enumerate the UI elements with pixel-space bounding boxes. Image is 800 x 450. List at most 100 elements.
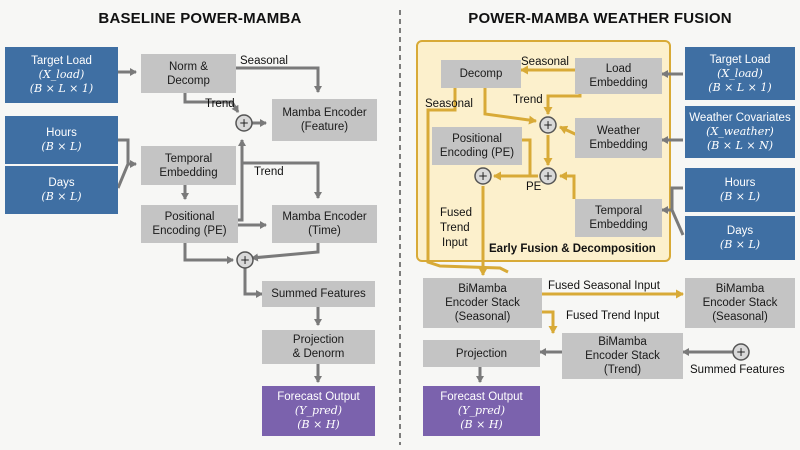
label-summed-features-r: Summed Features [690, 364, 785, 376]
bmt-line1: BiMamba [598, 336, 647, 348]
label-seasonal-top: Seasonal [521, 56, 569, 68]
r-target-load-shape: (B × L × 1) [708, 80, 772, 94]
days-input-right: Days (B × L) [685, 216, 795, 260]
decomp-label: Decomp [459, 68, 503, 80]
positional-line2: Encoding (PE) [152, 225, 227, 237]
bimamba-seasonal-right: BiMamba Encoder Stack (Seasonal) [685, 278, 795, 328]
svg-text:+: + [239, 116, 249, 130]
target-load-input-right: Target Load (X_load) (B × L × 1) [685, 47, 795, 100]
days-input: Days (B × L) [5, 166, 118, 214]
hours-shape: (B × L) [41, 140, 82, 153]
arrow-hours-brace [116, 138, 130, 189]
sum-node-feature: + [235, 114, 253, 132]
arrow-time-to-sum2 [251, 243, 320, 262]
svg-text:+: + [543, 169, 553, 183]
bimamba-seasonal-left: BiMamba Encoder Stack (Seasonal) [423, 278, 542, 328]
r-temporal-line1: Temporal [594, 205, 643, 217]
weather-embedding-block: Weather Embedding [575, 118, 662, 158]
mamba-feature-line2: (Feature) [300, 121, 349, 133]
mamba-encoder-time: Mamba Encoder (Time) [272, 205, 377, 243]
sum-node-middle: + [539, 167, 557, 185]
r-temporal-line2: Embedding [589, 219, 648, 231]
label-seasonal-left-r: Seasonal [425, 98, 473, 110]
forecast-output-left: Forecast Output (Y_pred) (B × H) [262, 386, 375, 436]
arrow-decomp-to-sum [483, 88, 537, 125]
arrow-temporal-to-sum [559, 171, 576, 199]
hours-input: Hours (B × L) [5, 116, 118, 164]
weather-emb-line2: Embedding [589, 139, 648, 151]
forecast-right-shape: (B × H) [460, 418, 503, 431]
label-trend-left-1: Trend [205, 98, 235, 110]
right-title: POWER-MAMBA WEATHER FUSION [468, 10, 732, 27]
arrow-seasonal [236, 66, 322, 93]
arrow-hours-brace-r [670, 186, 685, 236]
bimamba-trend: BiMamba Encoder Stack (Trend) [562, 333, 683, 379]
mamba-feature-line1: Mamba Encoder [282, 107, 367, 119]
sum-node-upper: + [539, 116, 557, 134]
r-hours-label: Hours [724, 177, 756, 189]
label-fused-3: Input [442, 237, 468, 249]
label-pe: PE [526, 181, 542, 193]
bmt-line3: (Trend) [603, 364, 642, 376]
bmr-line1: BiMamba [715, 283, 765, 295]
projection-block-right: Projection [423, 340, 540, 367]
svg-text:+: + [240, 253, 250, 267]
target-load-shape: (B × L × 1) [29, 82, 94, 95]
forecast-left-shape: (B × H) [297, 418, 340, 431]
target-load-symbol: (X_load) [38, 68, 85, 81]
svg-text:+: + [543, 118, 553, 132]
arrow-trend2 [242, 161, 322, 199]
sum-node-lower: + [474, 167, 492, 185]
hours-label: Hours [46, 127, 77, 139]
temporal-line2: Embedding [159, 166, 218, 179]
summed-features-block: Summed Features [262, 281, 375, 307]
bmr-line2: Encoder Stack [702, 297, 778, 309]
positional-encoding-block-right: Positional Encoding (PE) [432, 127, 522, 165]
summed-label: Summed Features [271, 288, 366, 300]
decomp-block: Decomp [441, 60, 521, 88]
label-trend-r: Trend [513, 94, 543, 106]
r-days-label: Days [726, 225, 754, 237]
norm-line1: Norm & [169, 60, 208, 73]
left-title: BASELINE POWER-MAMBA [98, 10, 302, 27]
forecast-right-symbol: (Y_pred) [457, 404, 506, 417]
target-load-label: Target Load [31, 55, 92, 67]
mamba-time-line2: (Time) [308, 225, 341, 237]
forecast-left-symbol: (Y_pred) [294, 404, 343, 417]
r-positional-line1: Positional [452, 133, 502, 145]
weather-cov-shape: (B × L × N) [706, 139, 774, 152]
projection-line1: Projection [292, 334, 345, 346]
r-hours-shape: (B × L) [719, 190, 761, 203]
projection-denorm-block: Projection & Denorm [262, 330, 375, 364]
forecast-left-line1: Forecast Output [277, 391, 360, 403]
mamba-time-line1: Mamba Encoder [282, 211, 367, 223]
r-days-shape: (B × L) [719, 238, 761, 251]
weather-cov-label: Weather Covariates [689, 112, 791, 124]
svg-text:+: + [736, 345, 746, 359]
load-emb-line1: Load [605, 63, 632, 75]
arrow-decomp-seasonal [426, 88, 509, 274]
sum-node-time: + [236, 251, 254, 269]
arrow-pe-down [183, 242, 234, 264]
arrow-pe-up [238, 139, 246, 222]
days-shape: (B × L) [41, 190, 82, 203]
temporal-line1: Temporal [164, 152, 213, 165]
arrow-sum2-to-summed [243, 268, 263, 298]
target-load-input: Target Load (X_load) (B × L × 1) [5, 47, 118, 103]
label-seasonal-left: Seasonal [240, 55, 288, 67]
r-positional-line2: Encoding (PE) [439, 147, 515, 159]
label-fused-trend-input: Fused Trend Input [566, 310, 660, 322]
weather-emb-line1: Weather [596, 125, 641, 137]
bmr-line3: (Seasonal) [712, 311, 768, 323]
bml-line1: BiMamba [458, 283, 507, 295]
label-fused-2: Trend [440, 222, 470, 234]
sum-node-summed: + [732, 343, 750, 361]
hours-input-right: Hours (B × L) [685, 168, 795, 212]
arrow-fused-trend [542, 310, 558, 334]
forecast-output-right: Forecast Output (Y_pred) (B × H) [423, 386, 540, 436]
temporal-embedding-block-right: Temporal Embedding [575, 199, 662, 237]
r-projection-label: Projection [455, 347, 508, 360]
